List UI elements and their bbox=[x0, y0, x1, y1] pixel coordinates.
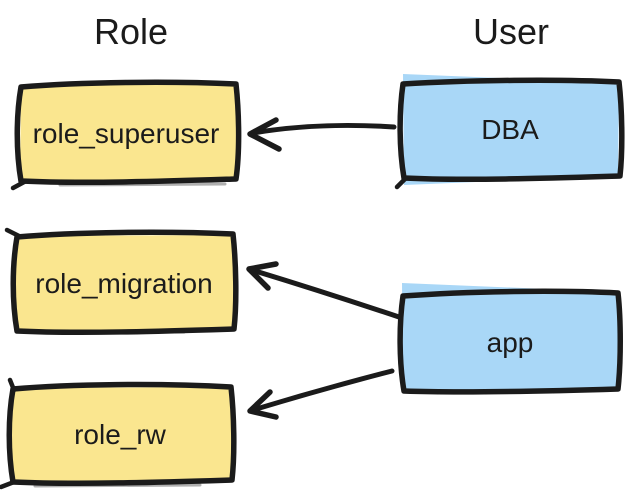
arrow-line bbox=[250, 122, 397, 136]
node-border bbox=[397, 288, 623, 395]
arrowhead-icon bbox=[247, 117, 282, 152]
node-fill bbox=[403, 74, 619, 185]
arrow-dba-to-role-superuser bbox=[247, 117, 397, 152]
node-border bbox=[10, 229, 239, 336]
node-border bbox=[14, 79, 242, 186]
node-label: app bbox=[487, 327, 534, 358]
node-border bbox=[6, 381, 237, 487]
double-drawn-stroke bbox=[58, 182, 227, 187]
double-drawn-stroke bbox=[33, 483, 202, 488]
arrowhead-icon bbox=[247, 389, 279, 420]
node-fill bbox=[15, 235, 234, 330]
node-user-dba: DBA bbox=[394, 74, 625, 190]
node-label: role_superuser bbox=[33, 118, 220, 149]
node-label: role_rw bbox=[74, 419, 167, 450]
column-heading-user: User bbox=[473, 11, 549, 52]
node-role-rw: role_rw bbox=[0, 377, 237, 490]
node-label: role_migration bbox=[35, 268, 212, 299]
node-fill bbox=[11, 387, 232, 481]
arrow-line bbox=[250, 368, 395, 413]
node-user-app: app bbox=[397, 283, 623, 395]
corner-overshoot-stroke bbox=[10, 178, 29, 191]
node-role-migration: role_migration bbox=[4, 227, 239, 336]
arrowhead-icon bbox=[246, 261, 279, 291]
arrow-app-to-role-migration bbox=[246, 261, 402, 320]
node-border bbox=[397, 77, 625, 183]
node-role-superuser: role_superuser bbox=[10, 79, 242, 191]
arrow-app-to-role-rw bbox=[247, 368, 395, 420]
node-fill bbox=[20, 83, 237, 180]
node-label: DBA bbox=[481, 114, 539, 145]
corner-overshoot-stroke bbox=[0, 479, 17, 490]
corner-overshoot-stroke bbox=[7, 377, 17, 393]
node-fill bbox=[402, 283, 618, 390]
corner-overshoot-stroke bbox=[4, 227, 22, 239]
corner-overshoot-stroke bbox=[394, 175, 409, 190]
column-heading-role: Role bbox=[94, 11, 168, 52]
arrow-line bbox=[249, 267, 402, 320]
